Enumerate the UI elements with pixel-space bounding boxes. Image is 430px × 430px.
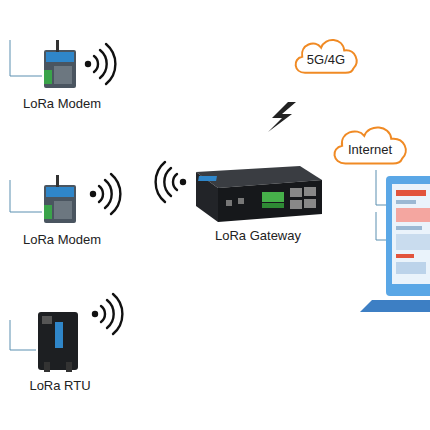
cloud-text: 5G/4G	[291, 52, 361, 68]
cloud-text: Internet	[329, 142, 411, 158]
device-label: LoRa Gateway	[215, 228, 301, 244]
device-label: LoRa Modem	[23, 96, 101, 112]
device-label: LoRa RTU	[29, 378, 90, 394]
cloud-node: Internet	[329, 122, 411, 168]
cloud-node: 5G/4G	[291, 35, 361, 77]
device-label: LoRa Modem	[23, 232, 101, 248]
